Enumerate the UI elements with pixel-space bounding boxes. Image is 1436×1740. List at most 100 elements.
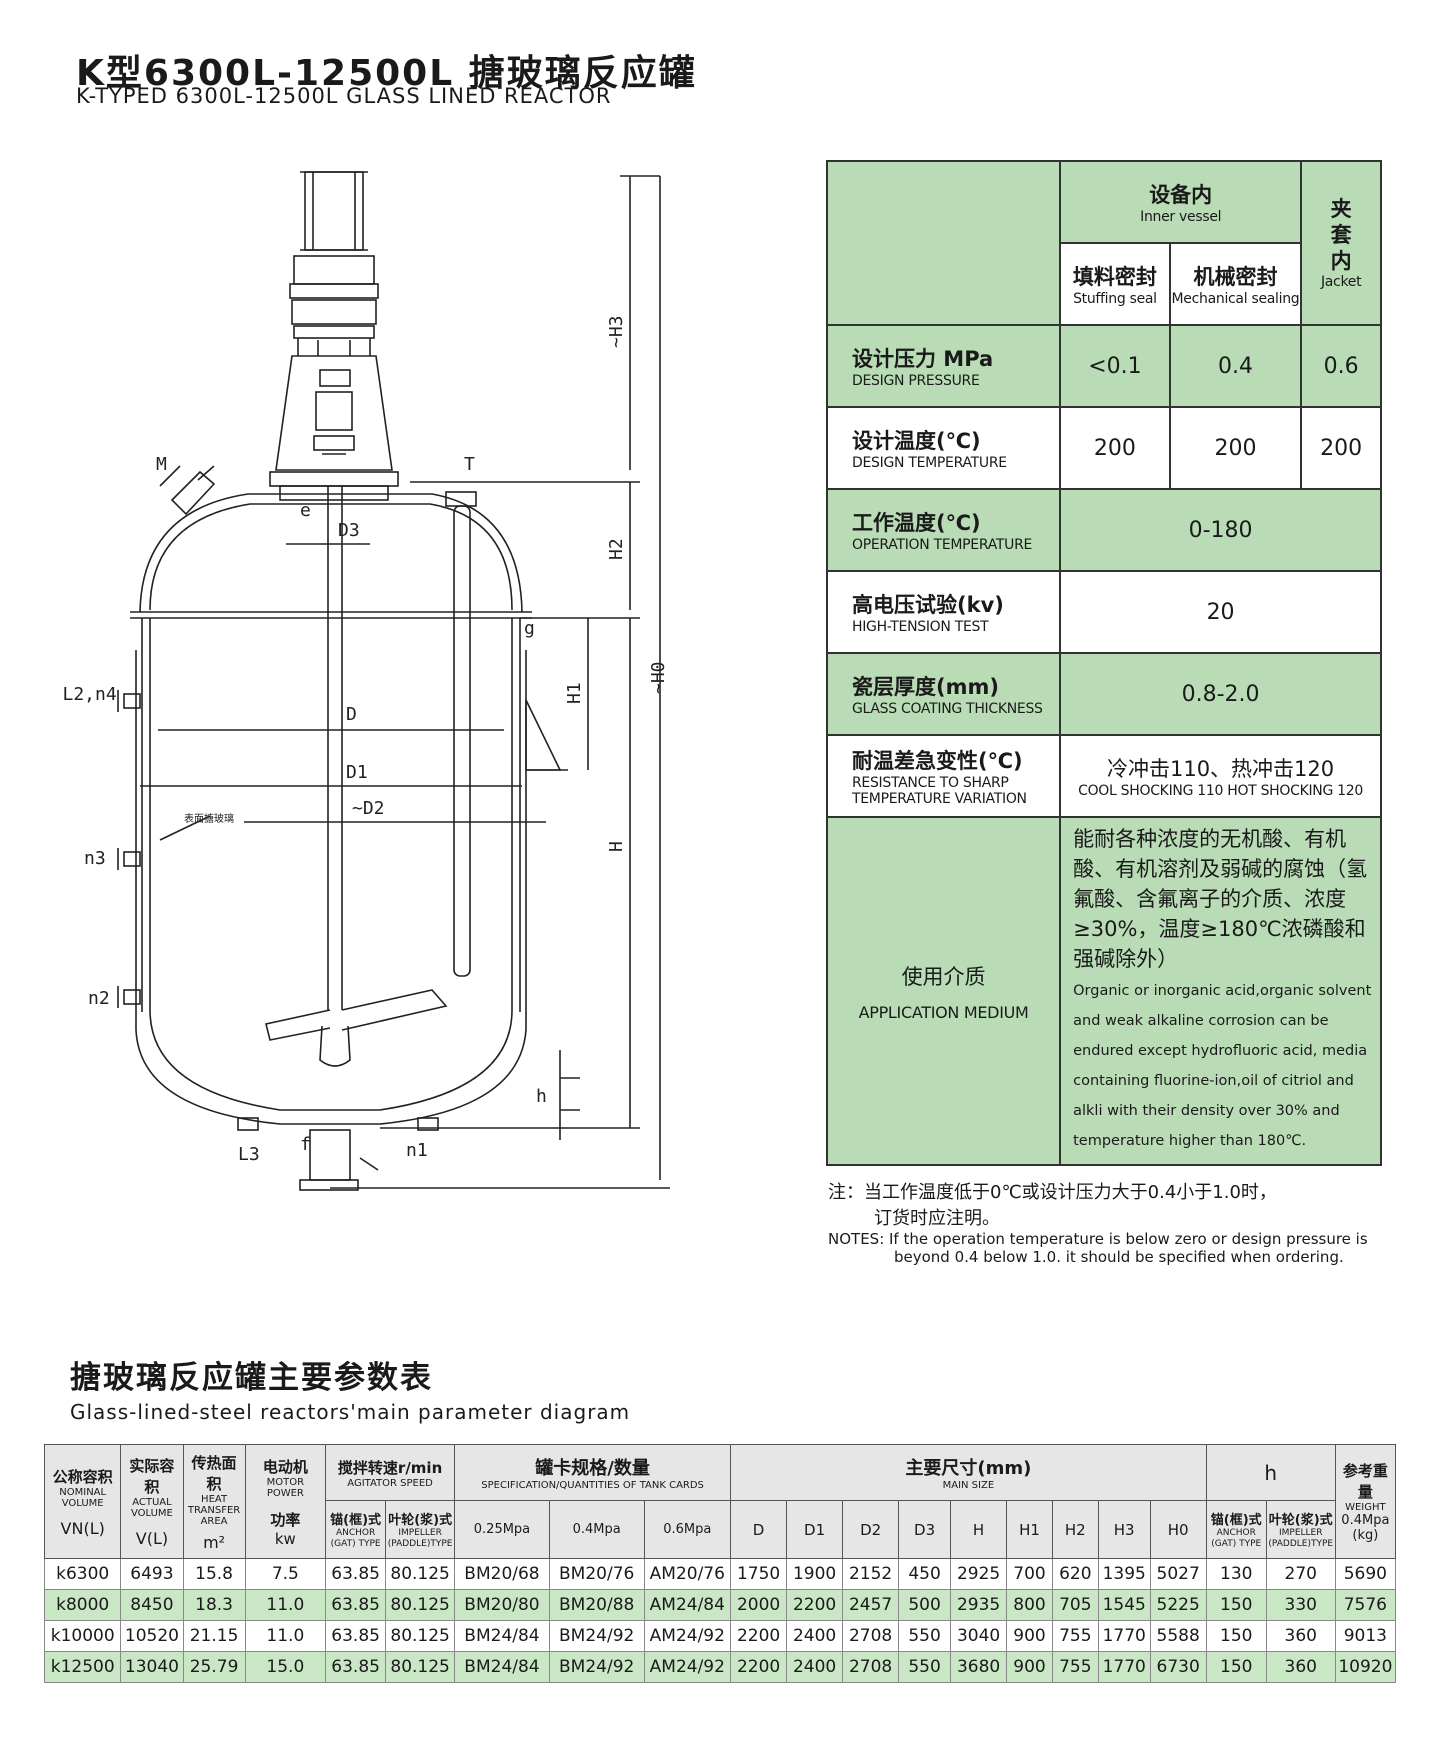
- label-H2: H2: [606, 538, 627, 560]
- table-cell: BM20/88: [548, 1589, 645, 1621]
- table-cell: 755: [1051, 1651, 1099, 1683]
- table-cell: 700: [1006, 1558, 1053, 1590]
- table-cell: BM24/92: [548, 1620, 645, 1652]
- table-cell: 21.15: [182, 1620, 246, 1652]
- table-cell: 63.85: [325, 1558, 387, 1590]
- label-g: g: [524, 618, 535, 639]
- row-design-temperature: 设计温度(℃)DESIGN TEMPERATURE 200 200 200: [825, 406, 1382, 490]
- row-glass-coating-thickness: 瓷层厚度(mm)GLASS COATING THICKNESS 0.8-2.0: [825, 652, 1382, 736]
- table-cell: 6493: [120, 1558, 184, 1590]
- table-cell: 150: [1205, 1589, 1267, 1621]
- table-cell: 1770: [1097, 1651, 1151, 1683]
- label-L1L2n4: L1,L2,n4: [60, 684, 117, 705]
- table-cell: 11.0: [244, 1620, 327, 1652]
- table-cell: k6300: [43, 1558, 122, 1590]
- table-cell: 1395: [1097, 1558, 1151, 1590]
- table-cell: 5225: [1149, 1589, 1207, 1621]
- table-cell: 2935: [950, 1589, 1008, 1621]
- table-cell: 330: [1265, 1589, 1336, 1621]
- table-cell: 150: [1205, 1620, 1267, 1652]
- table-cell: 2200: [786, 1589, 844, 1621]
- label-T: T: [464, 454, 475, 475]
- table-cell: 1770: [1097, 1620, 1151, 1652]
- table-cell: 7.5: [244, 1558, 327, 1590]
- table-cell: 500: [898, 1589, 952, 1621]
- label-D: D: [346, 704, 357, 725]
- table-cell: 2400: [786, 1651, 844, 1683]
- table-cell: 360: [1265, 1651, 1336, 1683]
- table-cell: 63.85: [325, 1589, 387, 1621]
- label-L3: L3: [238, 1144, 260, 1165]
- table-cell: 6730: [1149, 1651, 1207, 1683]
- table-cell: 2708: [842, 1651, 900, 1683]
- table-cell: 5588: [1149, 1620, 1207, 1652]
- table-cell: 150: [1205, 1651, 1267, 1683]
- label-n2: n2: [88, 988, 110, 1009]
- table-cell: BM24/84: [454, 1620, 550, 1652]
- table-cell: AM20/76: [643, 1558, 732, 1590]
- table-cell: 2152: [842, 1558, 900, 1590]
- spec-corner: [825, 160, 1062, 326]
- table-cell: 15.8: [182, 1558, 246, 1590]
- label-D2: ~D2: [352, 798, 385, 819]
- page-subtitle: K-TYPED 6300L-12500L GLASS LINED REACTOR: [76, 84, 612, 108]
- reactor-drawing: M T e D3 ~H3 H2 g L1,L2,n4 H1 D D1 ~D2 n…: [60, 171, 670, 1191]
- table-cell: 270: [1265, 1558, 1336, 1590]
- table-cell: 2200: [730, 1651, 788, 1683]
- table-cell: AM24/92: [643, 1620, 732, 1652]
- table-cell: 2400: [786, 1620, 844, 1652]
- table-cell: 18.3: [182, 1589, 246, 1621]
- label-n1: n1: [406, 1140, 428, 1161]
- table-cell: 550: [898, 1651, 952, 1683]
- table-cell: 620: [1051, 1558, 1099, 1590]
- table-cell: 450: [898, 1558, 952, 1590]
- table-cell: 15.0: [244, 1651, 327, 1683]
- table-cell: 705: [1051, 1589, 1099, 1621]
- table-cell: 10520: [120, 1620, 184, 1652]
- table-cell: 7576: [1334, 1589, 1397, 1621]
- params-title: 搪玻璃反应罐主要参数表: [70, 1360, 433, 1396]
- table-cell: 80.125: [385, 1620, 456, 1652]
- notes: 注：当工作温度低于0℃或设计压力大于0.4小于1.0时， 订货时应注明。 NOT…: [828, 1182, 1368, 1266]
- table-cell: 900: [1006, 1651, 1053, 1683]
- table-cell: 1545: [1097, 1589, 1151, 1621]
- table-cell: k12500: [43, 1651, 122, 1683]
- table-cell: 130: [1205, 1558, 1267, 1590]
- table-cell: BM24/84: [454, 1651, 550, 1683]
- label-h: h: [536, 1086, 547, 1107]
- table-cell: 25.79: [182, 1651, 246, 1683]
- table-cell: 550: [898, 1620, 952, 1652]
- table-cell: 5690: [1334, 1558, 1397, 1590]
- label-M: M: [156, 454, 167, 475]
- table-cell: 1900: [786, 1558, 844, 1590]
- table-cell: 11.0: [244, 1589, 327, 1621]
- table-cell: 63.85: [325, 1620, 387, 1652]
- table-cell: BM20/68: [454, 1558, 550, 1590]
- table-cell: 3680: [950, 1651, 1008, 1683]
- table-cell: 2000: [730, 1589, 788, 1621]
- row-high-tension-test: 高电压试验(kv)HIGH-TENSION TEST 20: [825, 570, 1382, 654]
- table-cell: 80.125: [385, 1651, 456, 1683]
- table-cell: 10920: [1334, 1651, 1397, 1683]
- table-cell: 2708: [842, 1620, 900, 1652]
- table-cell: 9013: [1334, 1620, 1397, 1652]
- table-cell: 800: [1006, 1589, 1053, 1621]
- params-subtitle: Glass-lined-steel reactors'main paramete…: [70, 1400, 631, 1424]
- table-cell: 360: [1265, 1620, 1336, 1652]
- label-H: H: [606, 841, 627, 852]
- label-H3: ~H3: [606, 315, 627, 348]
- table-cell: 2200: [730, 1620, 788, 1652]
- label-glass-surface: 表面搪玻璃: [184, 812, 234, 825]
- label-D3: D3: [338, 520, 360, 541]
- table-cell: BM20/76: [548, 1558, 645, 1590]
- label-n3: n3: [84, 848, 106, 869]
